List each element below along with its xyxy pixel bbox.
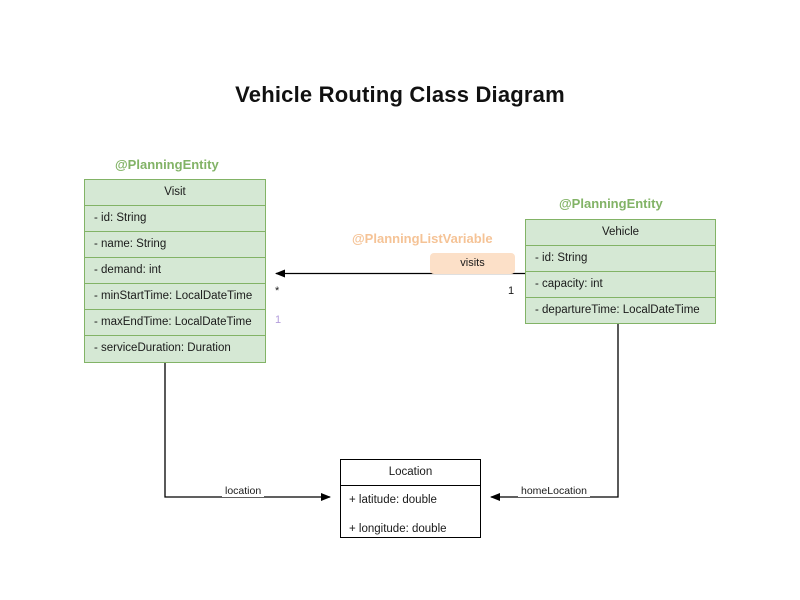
- page-title: Vehicle Routing Class Diagram: [235, 82, 565, 107]
- attribute-row: - demand: int: [85, 258, 265, 284]
- multiplicity-vehicle-side: 1: [508, 285, 515, 297]
- uml-class-vehicle[interactable]: Vehicle - id: String - capacity: int - d…: [525, 219, 716, 324]
- attribute-row: - name: String: [85, 232, 265, 258]
- attribute-row: + latitude: double: [349, 494, 437, 506]
- attribute-row: - departureTime: LocalDateTime: [535, 304, 700, 316]
- edge-label-location: location: [222, 485, 265, 497]
- uml-class-location[interactable]: Location + latitude: double + longitude:…: [340, 459, 481, 538]
- stereotype-vehicle: @PlanningEntity: [559, 196, 663, 211]
- stereotype-planning-list-variable: @PlanningListVariable: [352, 231, 493, 246]
- edge-vehicle-homelocation: [490, 323, 619, 501]
- attribute-row: + longitude: double: [349, 523, 447, 535]
- attribute-row: - maxEndTime: LocalDateTime: [85, 310, 265, 336]
- multiplicity-visit-extra: 1: [275, 314, 282, 326]
- attribute-row: - id: String: [526, 246, 715, 272]
- attribute-row: - minStartTime: LocalDateTime: [85, 284, 265, 310]
- stereotype-visit: @PlanningEntity: [115, 157, 219, 172]
- attribute-row: - capacity: int: [526, 272, 715, 298]
- class-name-location: Location: [341, 460, 480, 486]
- attribute-row: - id: String: [85, 206, 265, 232]
- class-name-visit: Visit: [85, 180, 265, 206]
- edge-label-visits: visits: [430, 253, 515, 274]
- multiplicity-visit-side: *: [275, 285, 280, 297]
- uml-class-visit[interactable]: Visit - id: String - name: String - dema…: [84, 179, 266, 363]
- edge-visit-location: [164, 362, 331, 501]
- attribute-row: - serviceDuration: Duration: [94, 342, 231, 354]
- class-name-vehicle: Vehicle: [526, 220, 715, 246]
- edge-label-homelocation: homeLocation: [518, 485, 590, 497]
